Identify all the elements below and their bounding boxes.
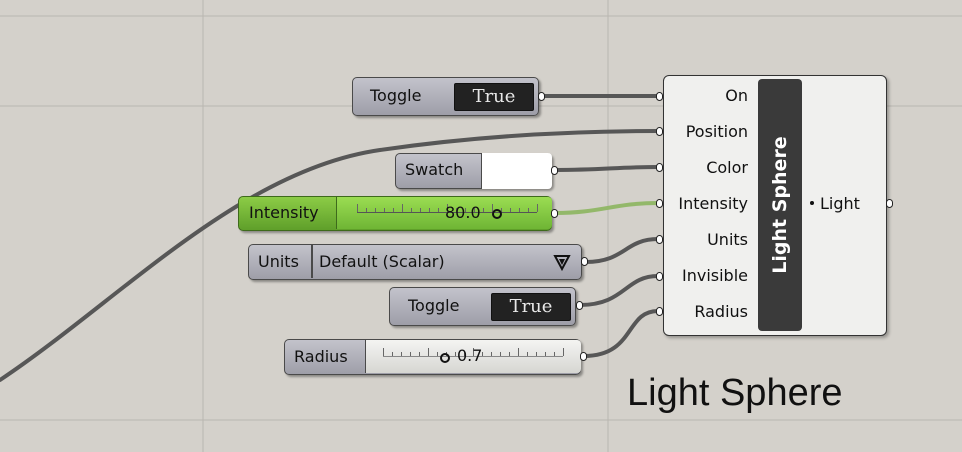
input-units: Units bbox=[707, 230, 748, 249]
slider-tick bbox=[492, 204, 493, 212]
input-invisible: Invisible bbox=[682, 266, 748, 285]
radius-ticks bbox=[383, 348, 564, 357]
units-label: Units bbox=[258, 252, 299, 271]
slider-tick bbox=[392, 352, 393, 356]
slider-tick bbox=[384, 208, 385, 212]
output-light: Light bbox=[820, 194, 860, 213]
slider-tick bbox=[482, 352, 483, 356]
input-on: On bbox=[725, 86, 748, 105]
slider-tick bbox=[509, 352, 510, 356]
radius-slider-knob[interactable] bbox=[440, 353, 450, 363]
input-grip-invisible[interactable] bbox=[656, 272, 663, 281]
toggle-value-button[interactable]: True bbox=[454, 83, 534, 111]
slider-tick bbox=[465, 208, 466, 212]
input-grip-color[interactable] bbox=[656, 163, 663, 172]
slider-tick bbox=[447, 204, 448, 212]
slider-tick bbox=[455, 352, 456, 356]
component-title: Light Sphere bbox=[769, 136, 791, 274]
input-grip-position[interactable] bbox=[656, 127, 663, 136]
wire-intensity bbox=[554, 201, 660, 215]
wire-swatch-color bbox=[554, 165, 660, 172]
intensity-value: 80.0 bbox=[445, 203, 481, 222]
slider-tick bbox=[501, 208, 502, 212]
slider-tick bbox=[375, 208, 376, 212]
slider-tick bbox=[420, 208, 421, 212]
units-selected-value[interactable]: Default (Scalar) bbox=[319, 252, 445, 271]
output-grip-light[interactable] bbox=[886, 199, 893, 208]
toggle-output-grip[interactable] bbox=[538, 92, 545, 101]
wire-toggle-invisible bbox=[578, 274, 660, 307]
wire-units bbox=[584, 237, 660, 264]
slider-tick bbox=[473, 348, 474, 356]
slider-tick bbox=[357, 204, 358, 212]
slider-tick bbox=[491, 352, 492, 356]
intensity-track[interactable] bbox=[336, 197, 552, 229]
intensity-output-grip[interactable] bbox=[551, 209, 558, 218]
component-title-bar[interactable] bbox=[758, 79, 802, 331]
component-caption: Light Sphere bbox=[627, 372, 843, 414]
slider-tick bbox=[563, 348, 564, 356]
slider-tick bbox=[510, 208, 511, 212]
slider-tick bbox=[429, 208, 430, 212]
chevron-down-icon[interactable] bbox=[553, 253, 571, 275]
intensity-slider[interactable]: Intensity 80.0 bbox=[238, 196, 552, 231]
swatch-color-box[interactable] bbox=[481, 153, 552, 189]
slider-tick bbox=[474, 208, 475, 212]
slider-tick bbox=[545, 352, 546, 356]
slider-tick bbox=[536, 352, 537, 356]
slider-tick bbox=[519, 208, 520, 212]
input-position: Position bbox=[685, 122, 748, 141]
input-color: Color bbox=[706, 158, 748, 177]
toggle-label: Toggle bbox=[370, 86, 422, 105]
toggle-label: Toggle bbox=[408, 296, 460, 315]
slider-tick bbox=[500, 352, 501, 356]
slider-tick bbox=[537, 204, 538, 212]
slider-tick bbox=[410, 352, 411, 356]
units-value-list[interactable]: Units Default (Scalar) bbox=[248, 244, 582, 280]
output-bullet bbox=[810, 201, 814, 205]
slider-tick bbox=[383, 348, 384, 356]
input-intensity: Intensity bbox=[678, 194, 748, 213]
slider-tick bbox=[554, 352, 555, 356]
slider-tick bbox=[401, 352, 402, 356]
intensity-ticks bbox=[357, 204, 538, 213]
slider-tick bbox=[428, 348, 429, 356]
swatch-label: Swatch bbox=[405, 160, 464, 179]
slider-tick bbox=[528, 208, 529, 212]
slider-tick bbox=[438, 208, 439, 212]
radius-slider[interactable]: Radius 0.7 bbox=[284, 339, 581, 375]
slider-tick bbox=[464, 352, 465, 356]
wire-radius bbox=[582, 309, 660, 358]
slider-tick bbox=[402, 204, 403, 212]
input-radius: Radius bbox=[694, 302, 748, 321]
slider-tick bbox=[456, 208, 457, 212]
slider-tick bbox=[393, 208, 394, 212]
toggle-output-grip[interactable] bbox=[576, 301, 583, 310]
toggle-value-button[interactable]: True bbox=[491, 293, 571, 321]
intensity-slider-knob[interactable] bbox=[492, 209, 502, 219]
input-grip-radius[interactable] bbox=[656, 307, 663, 316]
radius-label: Radius bbox=[294, 347, 348, 366]
slider-tick bbox=[437, 352, 438, 356]
input-grip-on[interactable] bbox=[656, 92, 663, 101]
slider-tick bbox=[527, 352, 528, 356]
radius-value: 0.7 bbox=[457, 346, 483, 365]
radius-output-grip[interactable] bbox=[580, 352, 587, 361]
slider-tick bbox=[483, 208, 484, 212]
intensity-label: Intensity bbox=[249, 203, 319, 222]
units-divider bbox=[311, 245, 313, 278]
slider-tick bbox=[366, 208, 367, 212]
swatch-output-grip[interactable] bbox=[551, 166, 558, 175]
toggle-component-invisible[interactable]: Toggle True bbox=[389, 287, 576, 326]
wire-position bbox=[0, 129, 660, 382]
swatch-component[interactable]: Swatch bbox=[395, 153, 552, 189]
units-output-grip[interactable] bbox=[581, 257, 588, 266]
input-grip-units[interactable] bbox=[656, 235, 663, 244]
input-grip-intensity[interactable] bbox=[656, 199, 663, 208]
toggle-component-on[interactable]: Toggle True bbox=[352, 77, 539, 116]
slider-tick bbox=[518, 348, 519, 356]
slider-tick bbox=[411, 208, 412, 212]
slider-tick bbox=[419, 352, 420, 356]
